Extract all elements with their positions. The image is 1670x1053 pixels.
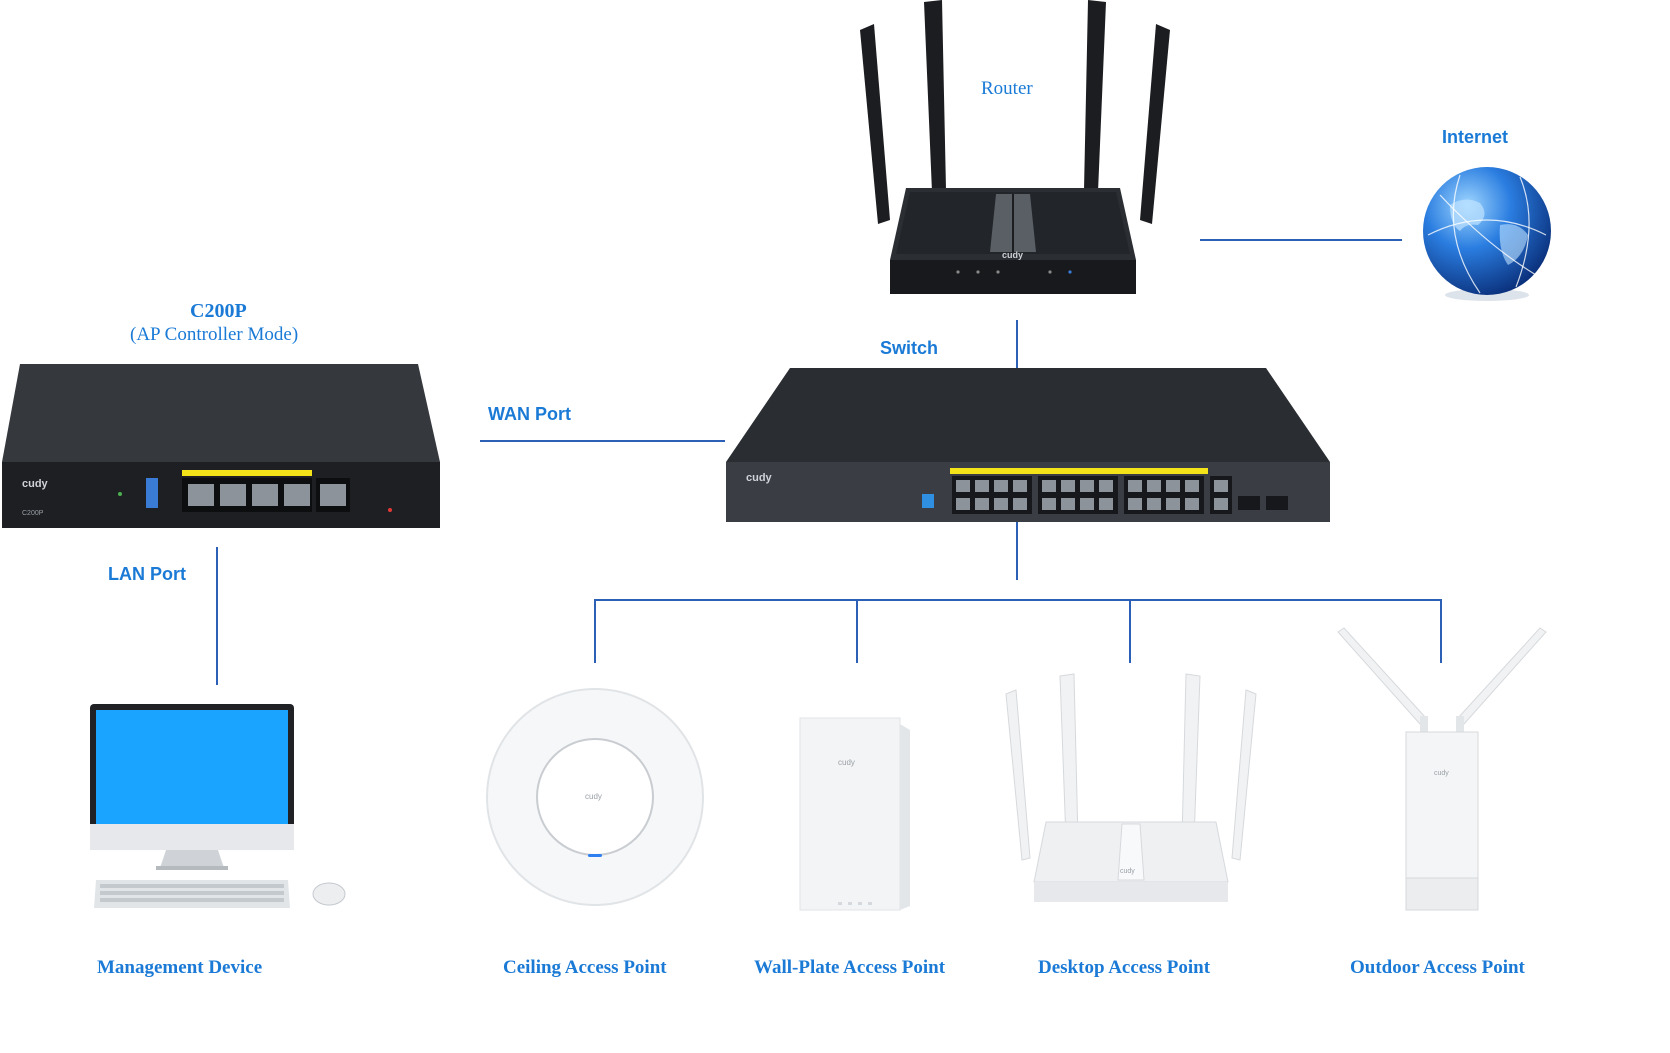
controller-icon: [2, 364, 440, 528]
controller-name-label: C200P: [190, 300, 247, 322]
link-outdoor-ap: [1440, 599, 1442, 663]
internet-label: Internet: [1442, 127, 1509, 147]
controller-brand: cudy: [22, 478, 48, 490]
outdoor-ap-label: Outdoor Access Point: [1350, 957, 1525, 978]
controller-mode-label: (AP Controller Mode): [130, 324, 299, 345]
outdoor-ap-icon: [1337, 627, 1547, 911]
router-label: Router: [981, 78, 1033, 99]
link-ap-bus: [594, 599, 1442, 601]
desktop-ap-icon: [1005, 673, 1257, 902]
wan-port-label: WAN Port: [488, 404, 571, 424]
link-desktop-ap: [1129, 599, 1131, 663]
link-switch-down: [1016, 522, 1018, 580]
router-icon: [860, 0, 1170, 294]
ceiling-ap-label: Ceiling Access Point: [503, 957, 667, 978]
link-router-internet: [1200, 239, 1402, 241]
desktop-ap-label: Desktop Access Point: [1038, 957, 1211, 978]
router-brand: cudy: [1002, 250, 1024, 260]
switch-icon: [726, 368, 1330, 522]
management-device-label: Management Device: [97, 957, 263, 978]
internet-globe: [1420, 165, 1555, 305]
router-device: cudy: [850, 0, 1180, 300]
controller-model: C200P: [22, 510, 44, 517]
desktop-ap-brand: cudy: [1120, 868, 1135, 875]
switch-brand: cudy: [746, 472, 772, 484]
wallplate-ap-label: Wall-Plate Access Point: [754, 957, 946, 978]
link-router-switch: [1016, 320, 1018, 368]
link-wallplate-ap: [856, 599, 858, 663]
link-lan-port: [216, 547, 218, 685]
desktop-computer-icon: [90, 704, 346, 908]
wallplate-ap-icon: [799, 717, 910, 911]
ceiling-ap-device: cudy: [484, 686, 706, 908]
link-ceiling-ap: [594, 599, 596, 663]
globe-icon: [1423, 167, 1551, 301]
ceiling-ap-brand: cudy: [585, 792, 602, 801]
outdoor-ap-brand: cudy: [1434, 770, 1449, 777]
management-device: [84, 700, 354, 915]
wallplate-ap-device: cudy: [798, 716, 912, 912]
switch-device: cudy: [724, 368, 1332, 524]
controller-device: cudy C200P: [0, 364, 442, 530]
link-wan-port: [480, 440, 725, 442]
outdoor-ap-device: cudy: [1336, 626, 1548, 912]
switch-label: Switch: [880, 338, 939, 358]
lan-port-label: LAN Port: [108, 564, 186, 584]
desktop-ap-device: cudy: [1000, 672, 1262, 908]
ceiling-ap-icon: [486, 688, 704, 906]
wallplate-ap-brand: cudy: [838, 758, 855, 767]
